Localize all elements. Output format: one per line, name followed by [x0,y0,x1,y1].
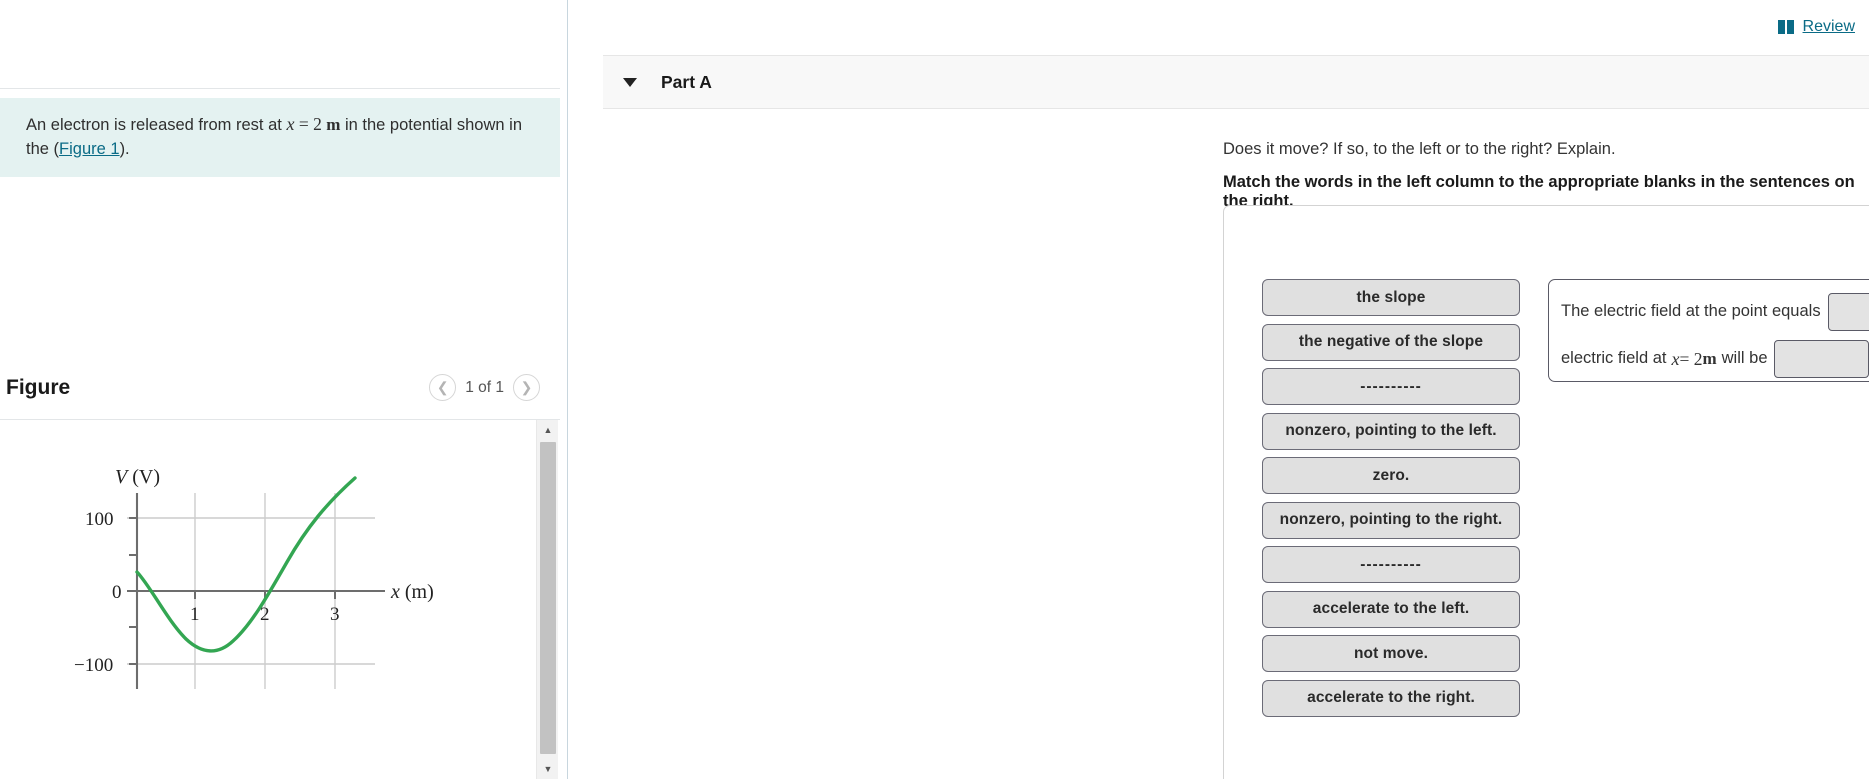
book-icon [1777,20,1796,34]
word-tile[interactable]: zero. [1262,457,1520,494]
word-bank: the slope the negative of the slope ----… [1262,279,1520,717]
word-tile[interactable]: not move. [1262,635,1520,672]
question-prompt: Does it move? If so, to the left or to t… [1223,140,1616,158]
right-panel: Review Part A Does it move? If so, to th… [569,0,1869,779]
sentence-answer-box: The electric field at the point equals o… [1548,279,1869,382]
scrollbar-thumb[interactable] [540,442,556,754]
figure-next-button[interactable]: ❯ [513,374,540,401]
y-tick-label-neg100: −100 [74,655,113,676]
review-link[interactable]: Review [1777,18,1855,36]
problem-statement-text: An electron is released from rest at x =… [26,112,534,161]
figure-page-label: 1 of 1 [465,378,504,396]
sentence-line-1: The electric field at the point equals o… [1561,293,1869,331]
figure-title: Figure [6,376,71,399]
x-tick-label-3: 3 [330,604,340,625]
sentence-segment-3: electric field at [1561,349,1667,368]
problem-variable: x [286,114,295,134]
word-tile[interactable]: ---------- [1262,546,1520,583]
potential-curve [135,476,357,653]
word-tile[interactable]: nonzero, pointing to the right. [1262,501,1520,539]
x-axis-label: x (m) [390,581,434,603]
word-tile[interactable]: accelerate to the right. [1262,679,1520,717]
sentence-segment-4: will be [1721,349,1768,368]
word-tile[interactable]: the slope [1262,279,1520,316]
word-tile[interactable]: the negative of the slope [1262,323,1520,361]
answer-blank-1[interactable] [1827,293,1869,331]
problem-mid: in the potential shown in the ( [26,116,522,158]
problem-statement-box: An electron is released from rest at x =… [0,98,560,177]
potential-vs-position-chart: V (V) x (m) 100 0 −100 1 2 3 [74,466,434,689]
y-tick-label-100: 100 [85,509,114,530]
answer-blank-2[interactable] [1773,340,1869,378]
problem-prefix: An electron is released from rest at [26,116,287,134]
y-tick-label-0: 0 [112,582,122,603]
x-tick-label-1: 1 [190,604,200,625]
word-tile[interactable]: nonzero, pointing to the left. [1262,412,1520,450]
scroll-up-arrow-icon[interactable]: ▲ [543,425,553,435]
scroll-down-arrow-icon[interactable]: ▼ [543,764,553,774]
caret-down-icon[interactable] [623,77,637,87]
part-a-label: Part A [661,71,712,92]
sentence-equals-value: = 2 [1679,348,1703,369]
figure-scrollbar[interactable]: ▲ ▼ [536,420,558,779]
matching-answer-panel: Reset Help the slope the negative of the… [1223,205,1869,779]
left-panel: An electron is released from rest at x =… [0,0,568,779]
top-divider [0,88,560,89]
word-tile[interactable]: accelerate to the left. [1262,590,1520,628]
problem-unit: m [326,115,341,134]
y-axis-label: V (V) [115,466,160,488]
sentence-unit: m [1702,349,1717,369]
figure-prev-button[interactable]: ❮ [429,374,457,401]
problem-equals-value: = 2 [294,114,327,134]
review-label: Review [1802,18,1855,35]
figure-1-link[interactable]: Figure 1 [59,139,120,158]
x-tick-label-2: 2 [260,604,270,625]
figure-pager: ❮ 1 of 1 ❯ [429,374,540,401]
part-a-header[interactable]: Part A [603,55,1869,109]
figure-body: V (V) x (m) 100 0 −100 1 2 3 [0,420,536,779]
sentence-segment-1: The electric field at the point equals [1561,302,1821,321]
figure-header: Figure ❮ 1 of 1 ❯ [0,368,560,420]
sentence-line-2: electric field at x = 2 m will be Theref… [1561,340,1869,378]
problem-suffix: ). [119,139,130,158]
figure-divider [0,419,560,420]
word-tile[interactable]: ---------- [1262,368,1520,405]
sentence-variable: x [1671,348,1680,369]
